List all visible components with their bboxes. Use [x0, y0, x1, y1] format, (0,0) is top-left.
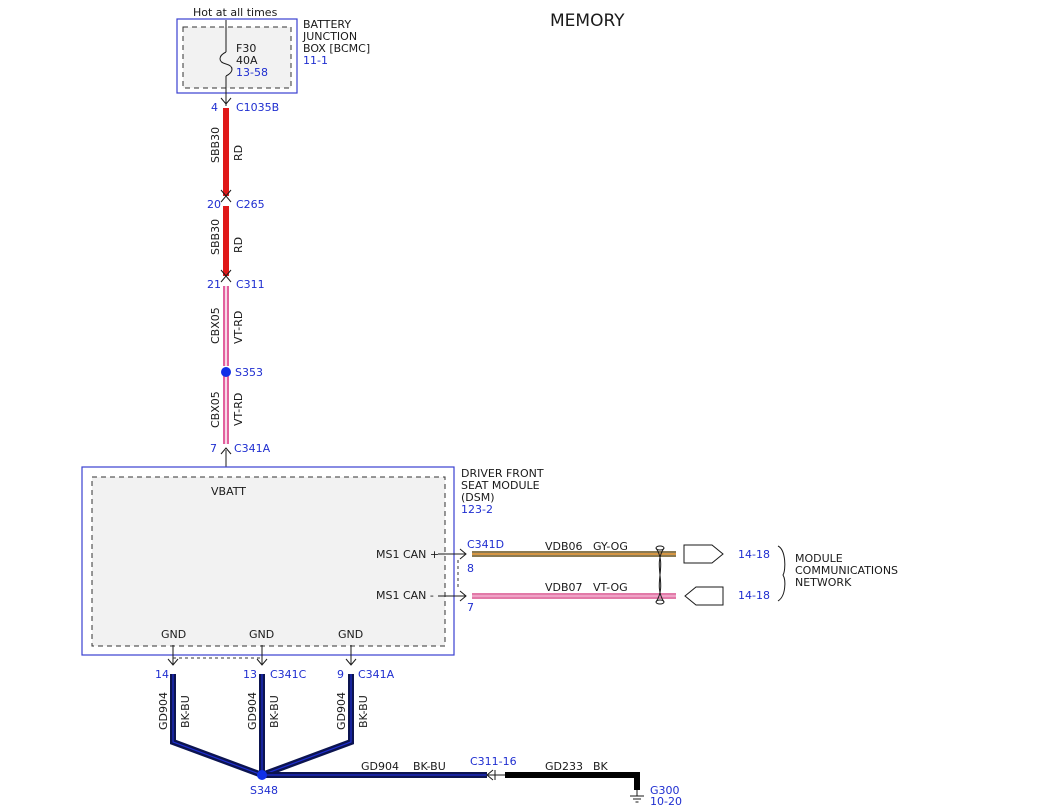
gnd-pin-3: 9 — [337, 668, 344, 681]
network-ref-plus: 14-18 — [738, 548, 770, 561]
connector-c311-16-icon — [486, 769, 494, 781]
wire-gd904-3 — [260, 674, 354, 778]
c341a-top-pin: 7 — [210, 442, 217, 455]
cbx05-1-circuit: CBX05 — [209, 307, 222, 344]
dsm-vbatt-pin-label: VBATT — [211, 485, 246, 498]
s348-label: S348 — [250, 784, 278, 797]
network-label-line-1: MODULE — [795, 552, 843, 565]
g300-ref: 10-20 — [650, 795, 682, 808]
wire-gd233 — [505, 772, 640, 790]
sbb30-1-color: RD — [232, 145, 245, 161]
battery-junction-box — [176, 18, 298, 94]
network-label-line-3: NETWORK — [795, 576, 852, 589]
gd904-3-circuit: GD904 — [335, 692, 348, 730]
bjb-name-line-2: JUNCTION — [302, 30, 357, 43]
power-label: Hot at all times — [193, 6, 278, 19]
network-connector-minus-icon — [684, 586, 724, 606]
c311-16-label: C311-16 — [470, 755, 517, 768]
dsm-ms1-can-minus-label: MS1 CAN - — [376, 589, 434, 602]
connector-gnd-2-icon — [256, 658, 268, 666]
driver-front-seat-module — [81, 466, 455, 656]
g300-label: G300 — [650, 784, 680, 797]
splice-s353-icon — [221, 367, 231, 377]
splice-s348-icon — [257, 770, 267, 780]
bjb-ref: 11-1 — [303, 54, 328, 67]
gd904-1-circuit: GD904 — [157, 692, 170, 730]
network-connector-plus-icon — [683, 544, 724, 564]
gd233-color: BK — [593, 760, 609, 773]
dsm-gnd-label-1: GND — [161, 628, 186, 641]
gd904-2-color: BK-BU — [268, 695, 281, 728]
wire-sbb30-2 — [223, 206, 229, 276]
fuse-amps: 40A — [236, 54, 258, 67]
fuse-id: F30 — [236, 42, 256, 55]
sbb30-2-color: RD — [232, 237, 245, 253]
cbx05-2-circuit: CBX05 — [209, 391, 222, 428]
wire-sbb30-1 — [223, 108, 229, 196]
connector-c341d-minus-icon — [459, 590, 467, 602]
sbb30-1-circuit: SBB30 — [209, 127, 222, 163]
gd904-3-color: BK-BU — [357, 695, 370, 728]
c341d-id: C341D — [467, 538, 504, 551]
dsm-name-line-3: (DSM) — [461, 491, 495, 504]
gnd-conn-3: C341A — [358, 668, 395, 681]
cbx05-2-color: VT-RD — [232, 393, 245, 426]
vdb07-circuit: VDB07 — [545, 581, 583, 594]
dsm-gnd-label-2: GND — [249, 628, 274, 641]
dsm-ref: 123-2 — [461, 503, 493, 516]
gnd-pin-1: 14 — [155, 668, 169, 681]
bjb-name-line-1: BATTERY — [303, 18, 351, 31]
vdb06-color: GY-OG — [593, 540, 628, 553]
wire-gd904-1 — [170, 674, 264, 778]
network-ref-minus: 14-18 — [738, 589, 770, 602]
c311-id: C311 — [236, 278, 265, 291]
c341d-pin-plus: 8 — [467, 562, 474, 575]
fuse-icon — [219, 20, 233, 106]
connector-c265-female-icon — [220, 195, 232, 203]
gd233-circuit: GD233 — [545, 760, 583, 773]
vdb07-color: VT-OG — [593, 581, 628, 594]
c341d-pin-minus: 7 — [467, 601, 474, 614]
connector-gnd-3-icon — [345, 658, 357, 666]
gd904-2-circuit: GD904 — [246, 692, 259, 730]
c265-id: C265 — [236, 198, 265, 211]
gnd-conn-2: C341C — [270, 668, 307, 681]
cbx05-1-color: VT-RD — [232, 311, 245, 344]
c341a-top-id: C341A — [234, 442, 271, 455]
connector-c341d-plus-icon — [459, 548, 467, 560]
dsm-name-line-2: SEAT MODULE — [461, 479, 540, 492]
network-brace-icon — [777, 545, 786, 602]
c1035b-pin: 4 — [211, 101, 218, 114]
bjb-name-line-3: BOX [BCMC] — [303, 42, 370, 55]
dsm-gnd-label-3: GND — [338, 628, 363, 641]
gd904-h-color: BK-BU — [413, 760, 446, 773]
dsm-ms1-can-plus-label: MS1 CAN + — [376, 548, 439, 561]
vdb06-circuit: VDB06 — [545, 540, 583, 553]
connector-c311-female-icon — [220, 275, 232, 283]
c265-pin: 20 — [207, 198, 221, 211]
network-label-line-2: COMMUNICATIONS — [795, 564, 898, 577]
gd904-h-circuit: GD904 — [361, 760, 399, 773]
page-title: MEMORY — [550, 11, 625, 31]
gd904-1-color: BK-BU — [179, 695, 192, 728]
fuse-ref: 13-58 — [236, 66, 268, 79]
connector-gnd-1-icon — [167, 658, 179, 666]
connector-c1035b-icon — [220, 97, 232, 105]
s353-label: S353 — [235, 366, 263, 379]
c311-pin: 21 — [207, 278, 221, 291]
dsm-name-line-1: DRIVER FRONT — [461, 467, 544, 480]
twisted-pair-icon — [655, 545, 665, 605]
gnd-pin-2: 13 — [243, 668, 257, 681]
sbb30-2-circuit: SBB30 — [209, 219, 222, 255]
c1035b-id: C1035B — [236, 101, 279, 114]
ground-symbol-icon — [630, 790, 644, 803]
connector-c341a-icon — [220, 447, 232, 455]
